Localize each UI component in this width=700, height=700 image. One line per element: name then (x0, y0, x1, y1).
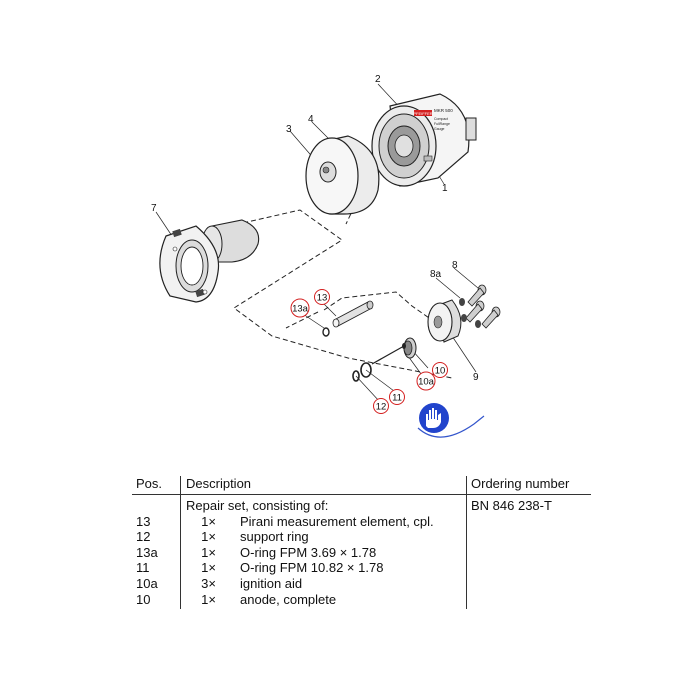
table-row: 13 1× Pirani measurement element, cpl. (132, 513, 591, 530)
item-name: Pirani measurement element, cpl. (240, 513, 434, 529)
item-pos: 13 (136, 513, 151, 529)
callout-1: 1 (442, 183, 448, 194)
table-cell-pos (132, 495, 181, 514)
callout-13: 13 (317, 293, 328, 304)
header-description: Description (180, 476, 467, 495)
callout-10a: 10a (418, 377, 435, 388)
item-ordering-number (466, 591, 591, 610)
item-name: O-ring FPM 3.69 × 1.78 (240, 544, 377, 560)
item-pos: 10a (136, 575, 158, 591)
item-qty: 1× (201, 529, 216, 545)
item-ordering-number (466, 513, 591, 530)
callout-13-circle (314, 289, 330, 305)
gauge-label-line-3: Gauge (434, 127, 445, 131)
callout-10-circle (432, 362, 448, 378)
gauge-label-line-1: Compact (434, 117, 448, 121)
gauge-housing-part-2: PFEIFFER MKR 500 Compact FullRange Gauge (371, 93, 477, 187)
item-pos: 13a (136, 544, 158, 560)
item-qty: 1× (201, 560, 216, 576)
item-description: 1× O-ring FPM 10.82 × 1.78 (180, 560, 467, 576)
item-pos: 11 (136, 560, 150, 576)
table-row: 10a 3× ignition aid (132, 575, 591, 592)
washer-part-8a (459, 298, 481, 328)
callout-9: 9 (473, 372, 479, 383)
header-ordering-number: Ordering number (466, 476, 591, 495)
gauge-label-line-2: FullRange (434, 122, 450, 126)
gauge-model-label: MKR 500 (434, 108, 453, 113)
o-ring-part-11 (360, 362, 372, 378)
cathode-plate-part-9 (427, 284, 501, 343)
brand-logo-text: PFEIFFER (413, 111, 432, 116)
item-description: 1× O-ring FPM 3.69 × 1.78 (180, 544, 467, 561)
callout-10a-circle (416, 371, 436, 391)
item-ordering-number (466, 575, 591, 592)
item-description: 1× anode, complete (180, 591, 467, 610)
callout-4: 4 (308, 114, 314, 125)
callout-13a-circle (290, 298, 310, 318)
table-row: 10 1× anode, complete (132, 591, 591, 610)
item-pos: 10 (136, 591, 151, 607)
item-qty: 1× (201, 513, 216, 529)
table-row-repair-set: Repair set, consisting of: BN 846 238-T (132, 494, 591, 514)
item-description: 1× Pirani measurement element, cpl. (180, 513, 467, 530)
item-name: anode, complete (240, 591, 337, 607)
item-name: O-ring FPM 10.82 × 1.78 (240, 560, 384, 576)
item-pos: 12 (136, 529, 151, 545)
header-pos: Pos. (132, 476, 181, 495)
callout-labels: 2 3 4 1 7 8 8a 9 (151, 74, 479, 383)
screw-part-8 (465, 284, 501, 329)
red-circled-callouts (290, 289, 448, 414)
item-description: 3× ignition aid (180, 575, 467, 592)
repair-set-ordering-number: BN 846 238-T (466, 494, 591, 514)
item-ordering-number (466, 529, 591, 545)
callout-11: 11 (392, 393, 402, 404)
red-circled-callout-labels: 13 13a 10 10a 11 12 (292, 293, 445, 413)
item-name: support ring (240, 529, 309, 545)
callout-12: 12 (376, 402, 387, 413)
callout-8a: 8a (430, 269, 442, 280)
magnet-cylinder-part-4 (305, 135, 380, 215)
table-row: 12 1× support ring (132, 529, 591, 545)
pirani-element-part-13 (332, 300, 374, 328)
callout-10: 10 (435, 366, 446, 377)
repair-set-bracket (417, 415, 485, 438)
callout-11-circle (389, 389, 405, 405)
item-qty: 1× (201, 544, 216, 560)
item-ordering-number (466, 560, 591, 576)
flange-part-7 (159, 219, 260, 303)
parts-table: Pos. Description Ordering number Repair … (132, 476, 591, 610)
brand-logo (414, 110, 432, 116)
item-ordering-number (466, 544, 591, 561)
exploded-view-drawing: PFEIFFER MKR 500 Compact FullRange Gauge (151, 74, 501, 438)
table-row: 13a 1× O-ring FPM 3.69 × 1.78 (132, 544, 591, 561)
item-qty: 1× (201, 591, 216, 607)
callout-2: 2 (375, 74, 381, 85)
callout-3: 3 (286, 124, 292, 135)
table-row: 11 1× O-ring FPM 10.82 × 1.78 (132, 560, 591, 576)
callout-7: 7 (151, 203, 157, 214)
callout-12-circle (373, 398, 389, 414)
table-header-row: Pos. Description Ordering number (132, 476, 591, 495)
item-qty: 3× (201, 575, 216, 591)
glove-hand-icon (419, 403, 449, 433)
item-description: 1× support ring (180, 529, 467, 545)
callout-13a: 13a (292, 304, 309, 315)
o-ring-part-13a (322, 327, 330, 337)
support-ring-part-12 (352, 370, 360, 382)
anode-part-10 (371, 337, 417, 365)
item-name: ignition aid (240, 575, 303, 591)
callout-8: 8 (452, 260, 458, 271)
repair-set-description: Repair set, consisting of: (180, 494, 467, 514)
